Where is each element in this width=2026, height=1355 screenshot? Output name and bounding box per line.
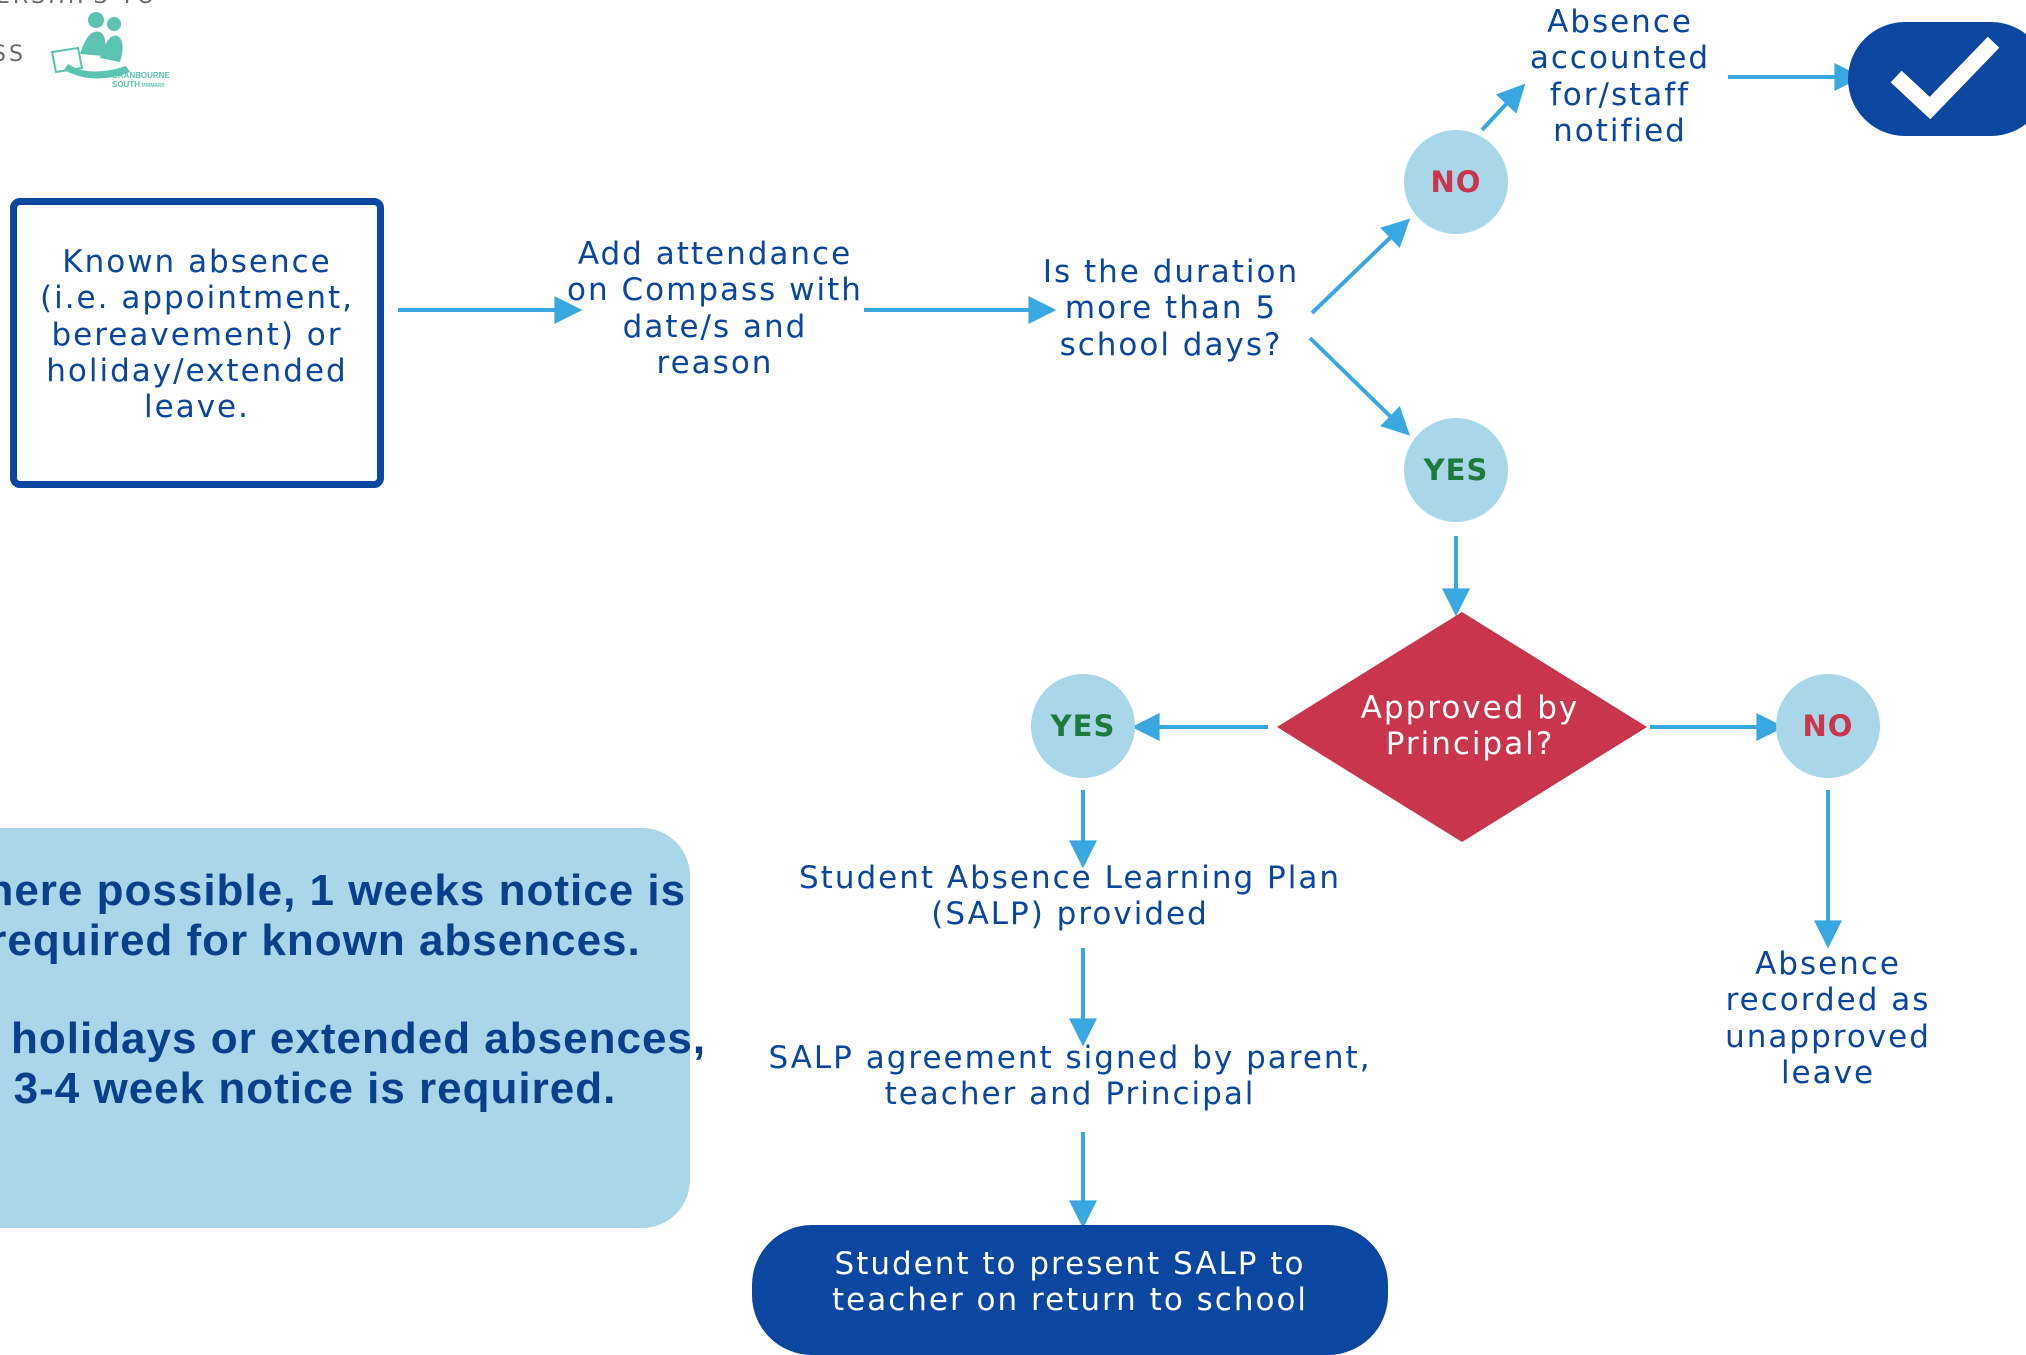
known-absence-text: Known absence (i.e. appointment, bereave…	[39, 244, 354, 426]
logo-school-name: CRANBOURNE	[112, 71, 170, 80]
no-label-top: NO	[1430, 165, 1482, 199]
yes-label-left: YES	[1050, 709, 1116, 743]
yes-circle-right: YES	[1404, 418, 1508, 522]
checkmark-badge	[1848, 22, 2026, 136]
unapproved-text: Absence recorded as unapproved leave	[1725, 946, 1931, 1091]
present-salp-text: Student to present SALP to teacher on re…	[831, 1246, 1309, 1319]
salp-signed-text: SALP agreement signed by parent, teacher…	[768, 1040, 1372, 1113]
logo-school-name-2: SOUTH	[112, 80, 140, 89]
approved-diamond	[1277, 612, 1647, 842]
duration-question-text: Is the duration more than 5 school days?	[1042, 254, 1300, 363]
arrow-duration-to-no	[1310, 218, 1411, 315]
yes-circle-left: YES	[1031, 674, 1135, 778]
salp-provided-text: Student Absence Learning Plan (SALP) pro…	[799, 860, 1341, 933]
no-circle-top: NO	[1404, 130, 1508, 234]
arrow-no-to-accounted	[1480, 83, 1526, 132]
notice-line-1: Where possible, 1 weeks notice is requir…	[0, 866, 687, 966]
notice-text: Where possible, 1 weeks notice is requir…	[0, 866, 720, 1163]
school-logo: CRANBOURNE SOUTH PRIMARY	[50, 12, 170, 89]
notice-line-2: For holidays or extended absences, 3-4 w…	[0, 1014, 707, 1114]
yes-label-right: YES	[1423, 453, 1489, 487]
accounted-for-text: Absence accounted for/staff notified	[1529, 4, 1711, 149]
present-salp-box	[752, 1225, 1388, 1355]
logo-school-suffix: PRIMARY	[142, 83, 166, 89]
cut-header-text: ERSHIPS TO	[0, 0, 157, 9]
cut-side-text: SS	[0, 42, 26, 67]
checkmark-icon	[1890, 36, 2000, 120]
no-circle-right: NO	[1776, 674, 1880, 778]
notice-box	[0, 828, 690, 1228]
add-attendance-text: Add attendance on Compass with date/s an…	[567, 236, 863, 381]
no-label-right: NO	[1802, 709, 1854, 743]
known-absence-box	[10, 198, 384, 488]
approved-question-text: Approved by Principal?	[1360, 690, 1580, 763]
arrow-duration-to-yes	[1308, 336, 1411, 436]
